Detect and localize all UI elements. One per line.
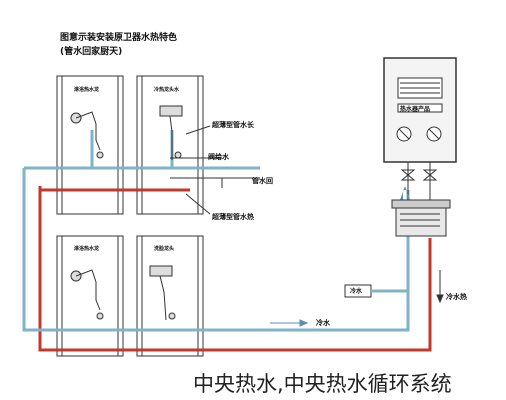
- label-heater-panel: 热水器产品: [400, 106, 431, 113]
- diagram-title: 图意示装安装原卫器水热特色: [60, 33, 178, 43]
- control-box: [391, 199, 451, 237]
- faucet-bottom-right: [149, 265, 176, 321]
- flow-arrow-down: [436, 270, 444, 304]
- cold-inlet-valve: [344, 284, 408, 298]
- room-top-left: [56, 75, 124, 215]
- diagram-subtitle: (管水回家厨天): [60, 47, 123, 57]
- label-room-bottom-right: 洗脸龙头: [154, 246, 175, 252]
- faucet-top-right: [159, 105, 183, 160]
- flow-arrow-right: [270, 319, 309, 327]
- label-top-pipe: 超薄型管水长: [212, 121, 254, 129]
- heater-valves: [400, 162, 438, 200]
- return-pipe: [170, 157, 260, 188]
- label-cold-inlet: 冷水: [350, 288, 363, 295]
- shower-head-top-left: [70, 111, 104, 159]
- label-room-bottom-left: 淋浴热水龙: [74, 246, 100, 252]
- label-right-pipe: 管水回: [252, 177, 273, 185]
- room-top-right: [136, 75, 204, 215]
- label-pointers: [185, 125, 250, 215]
- room-bottom-left: [56, 235, 124, 357]
- room-bottom-right: [136, 235, 204, 357]
- label-lower-pipe: 超薄型管水热: [212, 213, 254, 221]
- image-caption: 中央热水,中央热水循环系统: [193, 372, 452, 396]
- label-hot-water: 冷水热: [446, 293, 467, 301]
- flow-arrow-up: [400, 186, 410, 200]
- label-room-top-right: 冷热龙头水: [154, 87, 180, 93]
- label-cold-water: 冷水: [316, 319, 330, 327]
- shower-head-bottom-left: [70, 269, 104, 320]
- hot-water-pipe: [38, 166, 432, 352]
- water-heater: [383, 57, 457, 163]
- label-room-top-left: 淋浴热水龙: [74, 87, 100, 93]
- label-mid-small: 阀给水: [208, 153, 229, 161]
